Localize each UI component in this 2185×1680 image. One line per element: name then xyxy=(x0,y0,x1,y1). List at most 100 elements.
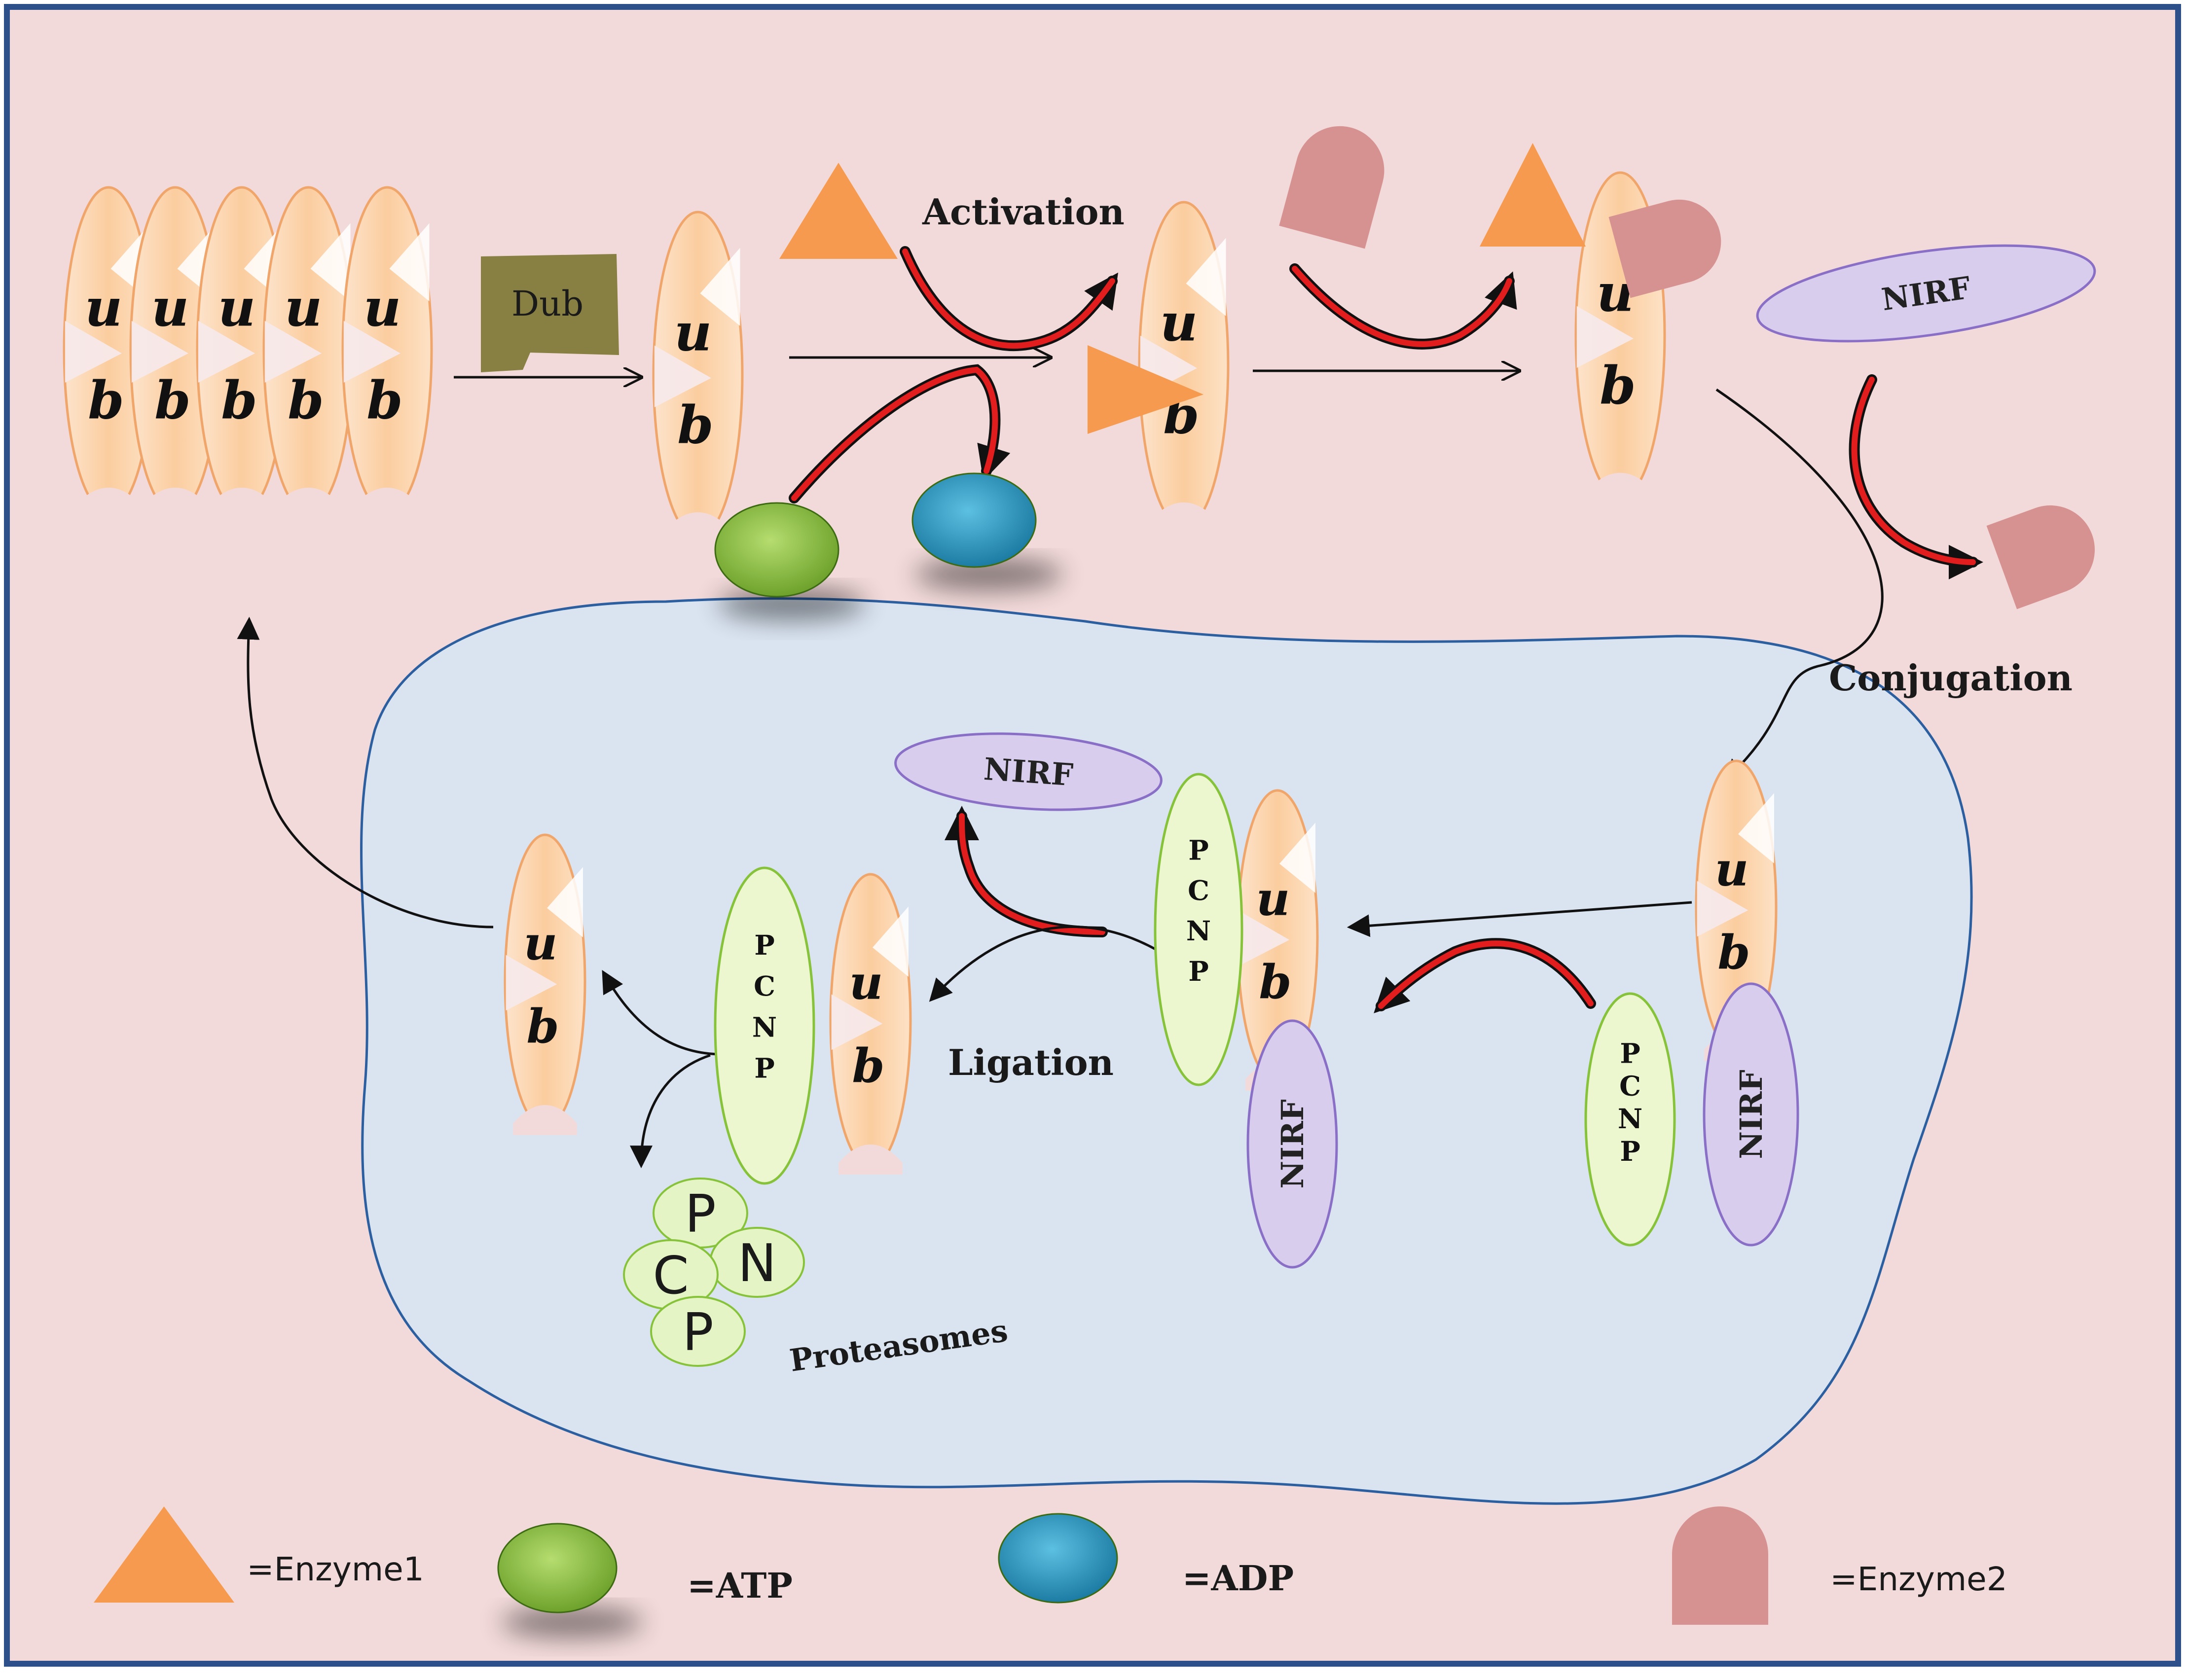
atp-molecule xyxy=(714,502,866,621)
black-arrows xyxy=(237,357,1884,1169)
red-arrows xyxy=(789,246,1983,1013)
legend-atp-icon-body xyxy=(497,1523,618,1613)
proteasome-fragment-4: P xyxy=(650,1296,746,1367)
ligated-ubiquitin-notch-top xyxy=(873,906,909,977)
red-arrow-atp xyxy=(791,366,998,501)
nirf-top: NIRF xyxy=(1756,244,2096,343)
adp-molecule-shadow xyxy=(915,558,1063,591)
fragment-letter: P xyxy=(682,1302,713,1362)
red-arrow-enzyme2 xyxy=(1292,266,1512,347)
enzyme2-bound-shape xyxy=(1608,199,1721,298)
nirf-bound: NIRF xyxy=(1703,982,1799,1247)
legend-adp-icon xyxy=(998,1513,1118,1604)
free-ubiquitin-notch-top xyxy=(700,248,740,326)
complex-ubiquitin-letter-b: b xyxy=(1259,955,1291,1010)
activated-ubiquitin-notch-top xyxy=(1186,238,1226,316)
free-ubiquitin-notch-mid xyxy=(654,345,711,407)
complex-ubiquitin-notch-mid xyxy=(1238,910,1290,966)
ligated-ubiquitin-letter-u: u xyxy=(849,955,883,1010)
pcnp-free-body xyxy=(1584,992,1676,1247)
enzyme1-right xyxy=(1480,143,1586,247)
ligated-ubiquitin: ub xyxy=(829,873,912,1175)
red-arrow-activation xyxy=(902,249,1115,349)
complex-ubiquitin-notch-top xyxy=(1279,822,1315,893)
enzyme2-released xyxy=(1986,505,2095,609)
nuclear-ubiquitin: ub xyxy=(1695,759,1778,1061)
complex-ubiquitin-letter-u: u xyxy=(1256,871,1290,926)
polyubiquitin-5-letter-u: u xyxy=(364,277,401,338)
activated-ubiquitin-notch-bottom xyxy=(1148,502,1219,536)
dub-box xyxy=(481,254,619,372)
polyubiquitin-2: ub xyxy=(129,186,221,521)
polyubiquitin-5-notch-top xyxy=(389,223,430,301)
pcnp-free-letter-3: N xyxy=(1618,1103,1642,1135)
adp-molecule-body xyxy=(911,472,1037,568)
ligated-ubiquitin-notch-mid xyxy=(831,994,883,1050)
legend-enzyme1-icon-shape xyxy=(94,1506,234,1603)
pcnp-complex-letter-2: C xyxy=(1188,874,1209,906)
pcnp-ligated-letter-4: P xyxy=(754,1052,774,1084)
pcnp-free-letter-2: C xyxy=(1619,1070,1641,1102)
polyubiquitin-5-notch-mid xyxy=(343,321,401,383)
ligated-ubiquitin-notch-bottom xyxy=(838,1144,903,1175)
conjugation-label: Conjugation xyxy=(1829,657,2073,699)
release-ub-arrow xyxy=(602,969,726,1056)
pcnp-ligated-body xyxy=(714,866,815,1185)
pcnp-ligated-letter-2: C xyxy=(754,970,775,1002)
polyubiquitin-1-notch-mid xyxy=(65,321,122,383)
enzyme1-bound xyxy=(1088,345,1203,434)
nuclear-ubiquitin-letter-b: b xyxy=(1717,926,1750,980)
atp-molecule-body xyxy=(714,502,839,598)
red-arrow-enzyme2-release xyxy=(1851,377,1976,565)
nuclear-ubiquitin-notch-mid xyxy=(1697,881,1748,937)
nirf-bound-label: NIRF xyxy=(1733,1070,1769,1159)
polyubiquitin-4-notch-top xyxy=(310,223,351,301)
enzyme1-top-shape xyxy=(779,163,898,259)
free-ubiquitin-notch-bottom xyxy=(662,512,733,546)
enzyme1-top xyxy=(779,163,898,259)
recycle-arrow xyxy=(237,616,494,929)
free-ubiquitin-letter-b: b xyxy=(677,394,713,456)
polyubiquitin-4-letter-b: b xyxy=(288,370,324,431)
polyubiquitin-1-letter-b: b xyxy=(88,370,124,431)
ligation-label: Ligation xyxy=(948,1041,1114,1083)
proteasome-fragment-1: P xyxy=(653,1178,748,1249)
released-ubiquitin-notch-top xyxy=(547,867,583,937)
nirf-released-label: NIRF xyxy=(983,751,1074,793)
polyubiquitin-2-notch-bottom xyxy=(140,487,211,521)
nirf-released: NIRF xyxy=(894,732,1163,811)
conjugated-ubiquitin-notch-bottom xyxy=(1585,472,1656,506)
polyubiquitin-3: ub xyxy=(196,186,288,521)
released-ubiquitin-notch-mid xyxy=(506,955,557,1011)
polyubiquitin-1-notch-bottom xyxy=(73,487,144,521)
conjugated-ubiquitin-letter-b: b xyxy=(1600,355,1636,416)
polyubiquitin-5-notch-bottom xyxy=(352,487,423,521)
polyubiquitin-2-letter-u: u xyxy=(151,277,189,338)
polyubiquitin-5: ub xyxy=(341,186,433,521)
fragment-letter: C xyxy=(653,1246,689,1306)
legend-enzyme1-icon xyxy=(94,1506,234,1603)
nuclear-ubiquitin-notch-top xyxy=(1738,793,1774,863)
pcnp-ligated-letter-1: P xyxy=(754,929,774,961)
legend-enzyme1-label: =Enzyme1 xyxy=(247,1550,424,1588)
nuclear-ubiquitin-letter-u: u xyxy=(1715,842,1749,896)
atp-molecule-shadow xyxy=(718,587,866,621)
nirf-complex-label: NIRF xyxy=(1275,1099,1311,1188)
ligated-ubiquitin-letter-b: b xyxy=(852,1039,884,1094)
polyubiquitin-2-letter-b: b xyxy=(154,370,190,431)
proteasome-fragment-2: N xyxy=(709,1227,805,1298)
legend-enzyme2-icon xyxy=(1672,1506,1769,1625)
pcnp-complex-letter-4: P xyxy=(1188,955,1208,987)
released-ubiquitin-letter-u: u xyxy=(524,916,558,970)
nirf-released-body xyxy=(894,732,1163,811)
fragment-letter: N xyxy=(738,1233,777,1293)
adp-molecule xyxy=(911,472,1063,591)
pcnp-free-letter-4: P xyxy=(1620,1135,1640,1167)
free-ubiquitin: ub xyxy=(652,211,744,546)
legend-atp-icon xyxy=(497,1523,643,1638)
red-arrow-pcnp-transfer xyxy=(1378,940,1594,1009)
